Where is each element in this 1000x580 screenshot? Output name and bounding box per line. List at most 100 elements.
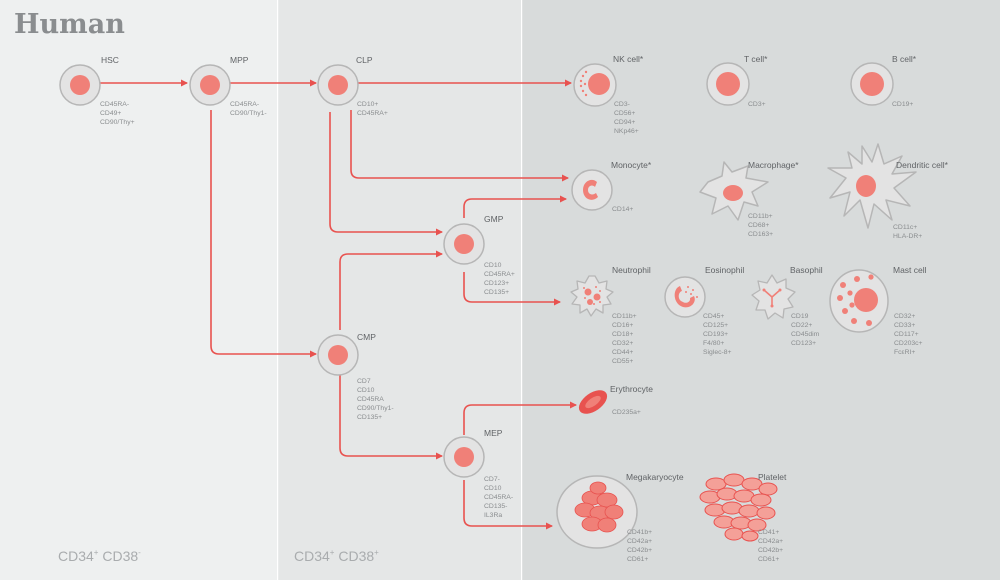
- cell-monocyte: Monocyte* CD14+: [571, 160, 652, 213]
- svg-text:CD19: CD19: [791, 313, 809, 320]
- svg-text:CD45RA-: CD45RA-: [100, 101, 129, 108]
- svg-text:CD45RA: CD45RA: [357, 396, 384, 403]
- cell-name: T cell*: [744, 54, 768, 64]
- cell-name: Mast cell: [893, 265, 927, 275]
- cell-basophil: Basophil CD19 CD22+ CD45dim CD123+: [751, 265, 823, 347]
- arrow-cmp-gmp: [339, 250, 443, 330]
- lineage-arrows: [100, 79, 577, 530]
- cell-markers: CD3+: [748, 101, 766, 108]
- svg-text:HLA-DR+: HLA-DR+: [893, 233, 922, 240]
- cell-name: HSC: [101, 55, 119, 65]
- svg-text:CD45RA+: CD45RA+: [357, 110, 388, 117]
- svg-text:CD45+: CD45+: [703, 313, 724, 320]
- svg-text:CD14+: CD14+: [612, 206, 633, 213]
- cell-mast: Mast cell CD32+ CD33+ CD117+ CD203c+ Fcε…: [829, 265, 927, 356]
- svg-text:Siglec-8+: Siglec-8+: [703, 349, 732, 356]
- cell-markers: CD7- CD10 CD45RA- CD135- IL3Ra: [484, 476, 513, 519]
- svg-text:NKp46+: NKp46+: [614, 128, 639, 135]
- svg-text:IL3Ra: IL3Ra: [484, 512, 502, 519]
- svg-text:CD41+: CD41+: [758, 529, 779, 536]
- cell-name: B cell*: [892, 54, 917, 64]
- svg-text:CD45dim: CD45dim: [791, 331, 820, 338]
- arrow-mep-megakaryocyte: [463, 480, 553, 530]
- cell-markers: CD19 CD22+ CD45dim CD123+: [791, 313, 820, 347]
- svg-text:CD33+: CD33+: [894, 322, 915, 329]
- svg-text:CD19+: CD19+: [892, 101, 913, 108]
- cell-markers: CD11b+ CD16+ CD18+ CD32+ CD44+ CD55+: [612, 313, 637, 365]
- arrow-mep-erythrocyte: [463, 401, 577, 435]
- svg-text:CD32+: CD32+: [612, 340, 633, 347]
- zone-label-cd34-cd38-pos: CD34+ CD38+: [294, 548, 379, 564]
- svg-text:CD16+: CD16+: [612, 322, 633, 329]
- svg-text:CD45RA+: CD45RA+: [484, 271, 515, 278]
- svg-text:CD44+: CD44+: [612, 349, 633, 356]
- cell-cmp: CMP CD7 CD10 CD45RA CD90/Thy1- CD135+: [317, 332, 394, 421]
- svg-text:CD10+: CD10+: [357, 101, 378, 108]
- cell-gmp: GMP CD10 CD45RA+ CD123+ CD135+: [443, 214, 515, 296]
- svg-text:CD49+: CD49+: [100, 110, 121, 117]
- svg-text:CD56+: CD56+: [614, 110, 635, 117]
- cell-markers: CD10+ CD45RA+: [357, 101, 388, 117]
- cell-mpp: MPP CD45RA- CD90/Thy1-: [189, 55, 267, 117]
- cell-name: Macrophage*: [748, 160, 799, 170]
- cell-mep: MEP CD7- CD10 CD45RA- CD135- IL3Ra: [443, 428, 513, 519]
- svg-text:CD90/Thy1-: CD90/Thy1-: [357, 405, 394, 412]
- svg-text:CD193+: CD193+: [703, 331, 728, 338]
- svg-text:CD203c+: CD203c+: [894, 340, 923, 347]
- cell-markers: CD45RA- CD90/Thy1-: [230, 101, 267, 117]
- arrow-clp-monocyte: [350, 110, 569, 182]
- cell-b-cell: B cell* CD19+: [850, 54, 917, 108]
- cell-name: Erythrocyte: [610, 384, 653, 394]
- arrow-clp-gmp: [329, 112, 443, 236]
- svg-text:CD7-: CD7-: [484, 476, 500, 483]
- page-title: Human: [14, 9, 125, 40]
- svg-text:CD11b+: CD11b+: [612, 313, 637, 320]
- svg-text:CD42a+: CD42a+: [627, 538, 652, 545]
- cell-name: GMP: [484, 214, 504, 224]
- cell-name: CMP: [357, 332, 376, 342]
- arrow-cmp-mep: [339, 375, 443, 460]
- cell-markers: CD41+ CD42a+ CD42b+ CD61+: [758, 529, 783, 563]
- arrow-mpp-cmp: [210, 110, 317, 358]
- cell-markers: CD7 CD10 CD45RA CD90/Thy1- CD135+: [357, 378, 394, 421]
- svg-text:CD7: CD7: [357, 378, 371, 385]
- svg-text:CD68+: CD68+: [748, 222, 769, 229]
- cell-markers: CD32+ CD33+ CD117+ CD203c+ FcεRI+: [894, 313, 923, 356]
- cell-name: Dendritic cell*: [896, 160, 949, 170]
- svg-text:CD42b+: CD42b+: [627, 547, 652, 554]
- svg-text:CD10: CD10: [484, 485, 502, 492]
- cell-markers: CD19+: [892, 101, 913, 108]
- svg-text:CD135+: CD135+: [484, 289, 509, 296]
- svg-text:CD123+: CD123+: [791, 340, 816, 347]
- cell-clp: CLP CD10+ CD45RA+: [317, 55, 388, 117]
- cell-name: Platelet: [758, 472, 787, 482]
- cell-markers: CD11b+ CD68+ CD163+: [748, 213, 773, 238]
- svg-text:CD61+: CD61+: [758, 556, 779, 563]
- svg-text:FcεRI+: FcεRI+: [894, 349, 915, 356]
- svg-text:CD61+: CD61+: [627, 556, 648, 563]
- svg-text:CD10: CD10: [484, 262, 502, 269]
- svg-text:CD11b+: CD11b+: [748, 213, 773, 220]
- svg-text:CD10: CD10: [357, 387, 375, 394]
- svg-text:CD90/Thy1-: CD90/Thy1-: [230, 110, 267, 117]
- zone-cd34-cd38-neg: [0, 0, 277, 580]
- cell-markers: CD10 CD45RA+ CD123+ CD135+: [484, 262, 515, 296]
- cell-name: MEP: [484, 428, 503, 438]
- cell-name: Megakaryocyte: [626, 472, 684, 482]
- zone-cd34-cd38-pos: [278, 0, 521, 580]
- cell-name: CLP: [356, 55, 373, 65]
- zone-label-cd34-cd38-neg: CD34+ CD38-: [58, 548, 141, 564]
- cell-hsc: HSC CD45RA- CD49+ CD90/Thy+: [59, 55, 135, 126]
- cell-name: MPP: [230, 55, 249, 65]
- svg-text:CD123+: CD123+: [484, 280, 509, 287]
- cell-markers: CD41b+ CD42a+ CD42b+ CD61+: [627, 529, 652, 563]
- cell-megakaryocyte: Megakaryocyte CD41b+ CD42a+ CD42b+ CD61+: [556, 472, 684, 563]
- svg-text:CD22+: CD22+: [791, 322, 812, 329]
- svg-text:CD125+: CD125+: [703, 322, 728, 329]
- svg-text:CD235a+: CD235a+: [612, 409, 641, 416]
- svg-text:CD42a+: CD42a+: [758, 538, 783, 545]
- cell-name: Neutrophil: [612, 265, 651, 275]
- cell-t-cell: T cell* CD3+: [706, 54, 768, 108]
